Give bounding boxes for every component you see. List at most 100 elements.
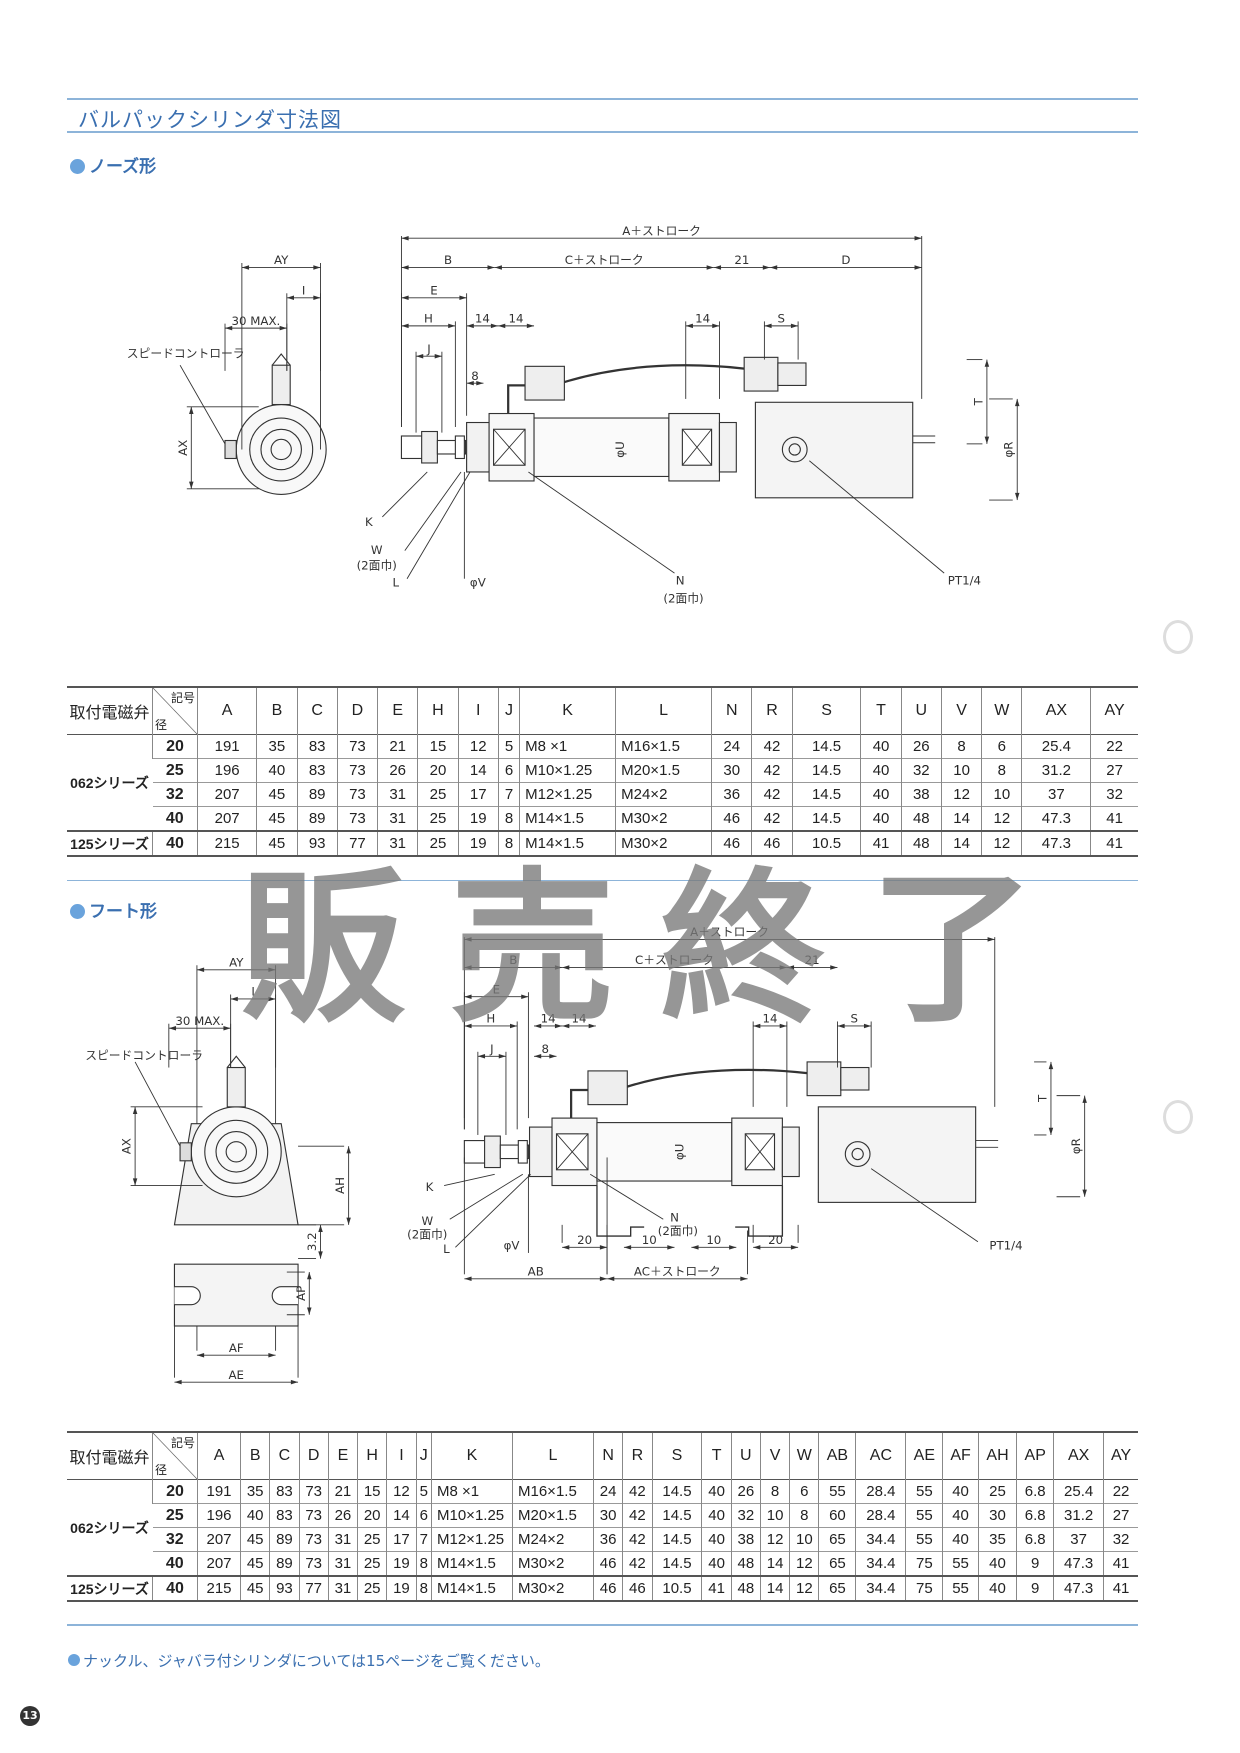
arrowhead [914,235,922,241]
end-nut [781,1126,800,1178]
value-cell-w: 8 [789,1503,819,1528]
value-cell-i: 19 [457,806,499,831]
arrowhead [464,1276,472,1282]
column-header-a: A [196,1432,241,1480]
value-cell-k: M12×1.25 [519,782,616,807]
value-cell-d: 73 [336,734,378,759]
exhaust-port [844,1141,871,1167]
value-cell-e: 31 [377,831,418,856]
dimension-label: φR [1002,442,1016,458]
arrowhead [464,965,472,970]
arrowhead [588,1023,596,1029]
value-cell-b: 45 [256,806,298,831]
value-cell-l: M30×2 [615,806,712,831]
column-header-k: K [431,1432,513,1480]
value-cell-e: 26 [377,758,418,783]
dimension-label: B [509,953,517,967]
column-header-d: D [298,1432,329,1480]
dimension-label: (2面巾) [357,559,397,573]
column-header-j: J [415,1432,432,1480]
value-cell-af: 40 [942,1479,979,1504]
dimension-label: (2面巾) [663,591,703,605]
value-cell-c: 93 [269,1576,300,1601]
value-cell-i: 17 [386,1527,417,1552]
dimension-label: AB [528,1264,544,1278]
arrowhead [691,1245,699,1250]
value-cell-n: 24 [711,734,752,759]
discontinued-watermark: 販売終了 [240,853,1080,1045]
value-cell-d: 73 [298,1503,329,1528]
value-cell-d: 77 [298,1576,329,1601]
column-header-n: N [711,687,752,735]
value-cell-ap: 9 [1016,1551,1054,1576]
arrowhead [401,235,409,241]
value-cell-t: 40 [701,1551,732,1576]
arrowhead [790,1245,799,1250]
value-cell-j: 6 [497,758,520,783]
arrowhead [549,1054,557,1059]
arrowhead [189,406,194,414]
value-cell-d: 73 [298,1479,329,1504]
dimension-label: E [430,283,437,297]
value-cell-j: 5 [497,734,520,759]
value-cell-w: 12 [981,831,1022,856]
value-cell-w: 8 [981,758,1022,783]
column-header-l: L [512,1432,594,1480]
arrowhead [562,965,570,970]
footnote-text: ナックル、ジャバラ付シリンダについては15ページをご覧ください。 [83,1652,550,1670]
bore-cell: 20 [152,1479,198,1504]
leader-line [449,1173,524,1220]
value-cell-d: 73 [336,758,378,783]
arrowhead [279,325,287,331]
value-cell-l: M20×1.5 [615,758,712,783]
arrowhead [477,1054,486,1059]
value-cell-v: 10 [759,1503,790,1528]
value-cell-c: 89 [269,1527,300,1552]
dimension-label: W [371,543,383,557]
value-cell-s: 14.5 [791,806,861,831]
value-cell-ac: 28.4 [855,1479,906,1504]
value-cell-ax: 37 [1053,1527,1104,1552]
value-cell-ax: 47.3 [1053,1551,1104,1576]
value-cell-u: 26 [730,1479,761,1504]
column-header-j: J [497,687,520,735]
value-cell-h: 15 [357,1479,387,1504]
arrowhead [1082,1189,1087,1197]
bore-cell: 40 [165,1554,184,1572]
value-cell-v: 8 [759,1479,790,1504]
dimension-label: K [426,1180,434,1194]
arrowhead [526,323,535,329]
value-cell-l: M24×2 [615,782,712,807]
pipe-elbow [840,1066,870,1091]
value-cell-i: 17 [457,782,499,807]
dimension-label: AE [228,1368,244,1382]
value-cell-r: 46 [751,831,793,856]
value-cell-ax: 25.4 [1021,734,1091,759]
arrowhead [268,967,276,973]
dimension-label: AC＋ストローク [634,1264,721,1278]
column-header-ae: AE [905,1432,943,1480]
value-cell-ae: 55 [905,1503,943,1528]
cylinder-tube [533,417,670,478]
arrowhead [487,265,495,270]
arrowhead [753,1245,761,1250]
dimension-label: C＋ストローク [635,953,714,967]
wrench-flat-mark [744,1133,775,1171]
value-cell-a: 215 [196,831,257,856]
value-cell-ah: 25 [977,1479,1017,1504]
value-cell-w: 12 [981,806,1022,831]
value-cell-v: 14 [940,831,982,856]
arrowhead [168,1025,177,1031]
value-cell-s: 14.5 [651,1503,702,1528]
value-cell-e: 21 [327,1479,358,1504]
header-symbol-bore: 記号径 [152,687,198,735]
value-cell-ap: 6.8 [1016,1527,1054,1552]
arrowhead [466,323,474,329]
value-cell-af: 55 [942,1576,979,1601]
header-valve: 取付電磁弁 [69,1450,150,1467]
arrowhead [318,1251,323,1259]
value-cell-h: 25 [417,831,459,856]
column-header-r: R [622,1432,652,1480]
